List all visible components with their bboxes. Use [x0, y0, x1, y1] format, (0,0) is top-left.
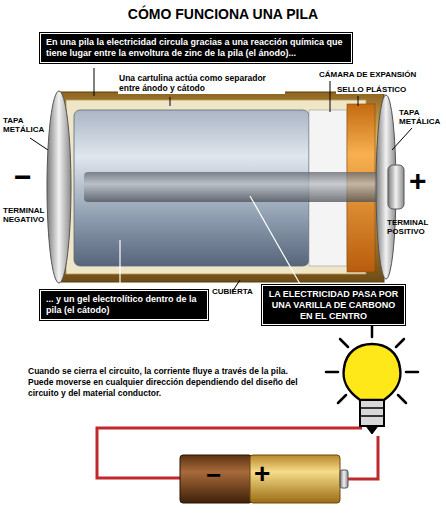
explanation-note: Cuando se cierra el circuito, la corrien… — [28, 366, 310, 399]
terminal-sign: + — [254, 460, 274, 488]
callout-text: En una pila la electricidad circula grac… — [46, 37, 346, 59]
terminal-sign: + — [409, 166, 433, 196]
part-label: Una cartulina actúa como separador entre… — [118, 74, 285, 94]
battery-cutaway — [47, 91, 404, 283]
part-label: TERMINAL POSITIVO — [387, 218, 443, 236]
diagram-title: CÓMO FUNCIONA UNA PILA — [0, 6, 446, 22]
leader-lines — [30, 68, 412, 292]
callout-box: En una pila la electricidad circula grac… — [40, 33, 352, 63]
leader-lines-white — [120, 196, 300, 288]
light-bulb — [326, 325, 418, 434]
part-label: CUBIERTA — [212, 287, 260, 296]
part-label: TERMINAL NEGATIVO — [3, 206, 47, 224]
small-battery — [180, 455, 348, 503]
callout-text: LA ELECTRICIDAD PASA POR UNA VARILLA DE … — [268, 289, 399, 321]
part-label: SELLO PLÁSTICO — [336, 85, 407, 94]
part-label: TAPA METÁLICA — [399, 108, 443, 126]
part-label: TAPA METÁLICA — [3, 116, 47, 134]
callout-text: ... y un gel electrolítico dentro de la … — [46, 294, 202, 316]
callout-box: LA ELECTRICIDAD PASA POR UNA VARILLA DE … — [262, 285, 405, 325]
part-label: CÁMARA DE EXPANSIÓN — [318, 70, 417, 79]
terminal-sign: − — [206, 462, 226, 488]
terminal-sign: − — [14, 162, 38, 192]
callout-box: ... y un gel electrolítico dentro de la … — [40, 290, 208, 320]
